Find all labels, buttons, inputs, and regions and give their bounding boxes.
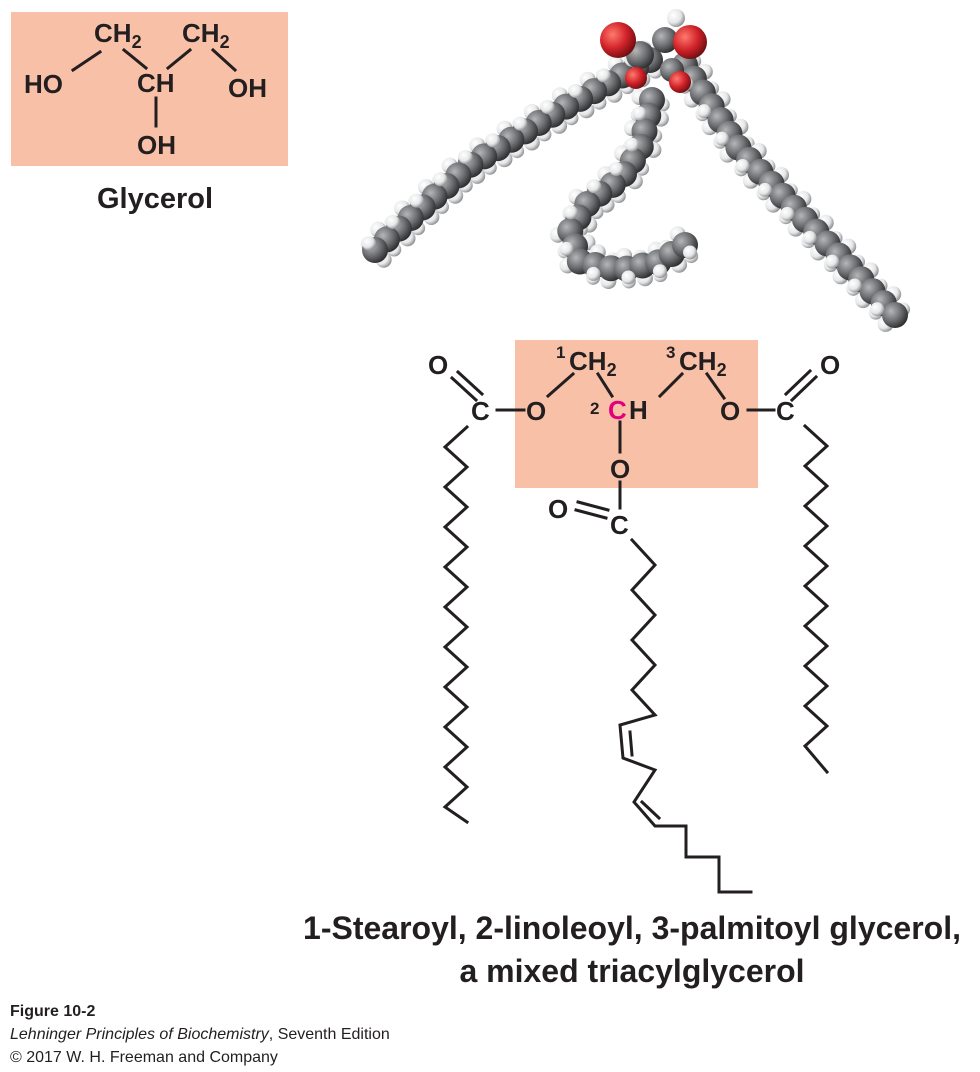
triacylglycerol-structure: O C O 1 CH2 2 C H 3 CH2 O C O O O C 1-St… <box>303 340 961 989</box>
linoleoyl-cis-double-bond-1 <box>628 730 634 757</box>
bond-o1-ch2 <box>545 371 576 399</box>
glycerol-atom-ch2-right: CH2 <box>182 18 230 52</box>
palmitoyl-chain-model-hydrogen-atom <box>780 206 795 221</box>
bond-middle-carbonyl-a <box>574 508 608 520</box>
stearoyl-chain-model-hydrogen-atom <box>458 150 473 165</box>
glycerol-bond-ch2-ch <box>121 47 149 71</box>
glycerol-label: Glycerol <box>97 183 213 215</box>
glycerol-atom-ch2-left: CH2 <box>94 18 142 52</box>
atom-ch2-position-1: CH2 <box>569 346 617 380</box>
palmitoyl-chain-model-hydrogen-atom <box>697 104 712 119</box>
stearoyl-chain-model-hydrogen-atom <box>433 172 448 187</box>
glycerol-atom-oh-right: OH <box>228 73 267 103</box>
position-label-1: 1 <box>556 343 565 362</box>
figure-number: Figure 10-2 <box>10 1003 96 1020</box>
atom-o-right-carbonyl: O <box>820 350 840 380</box>
glycerol-bond-ho-ch2 <box>70 49 103 73</box>
linoleoyl-chain-model-hydrogen-atom <box>586 266 601 281</box>
linoleoyl-chain-model-hydrogen-atom <box>625 137 640 152</box>
oxygen-atom <box>600 22 636 58</box>
palmitoyl-chain-model-hydrogen-atom <box>870 302 885 317</box>
book-title: Lehninger Principles of Biochemistry <box>10 1026 269 1043</box>
linoleoyl-chain-model-hydrogen-atom <box>559 241 574 256</box>
bond-c2-ch2 <box>657 371 685 399</box>
linoleoyl-chain-model-hydrogen-atom <box>609 161 624 176</box>
atom-c-right-carbonyl: C <box>776 396 795 426</box>
glycerol-atom-ho: HO <box>24 69 63 99</box>
bond-ch2-o3 <box>704 371 727 401</box>
atom-c-middle-carbonyl: C <box>610 510 629 540</box>
atom-c-stereocenter: C <box>608 395 627 425</box>
palmitoyl-chain-model-hydrogen-atom <box>757 182 772 197</box>
stearoyl-chain-model-hydrogen-atom <box>596 68 611 83</box>
bond-left-carbonyl-a <box>449 375 479 403</box>
palmitoyl-chain <box>802 423 830 775</box>
linoleoyl-chain-model-hydrogen-atom <box>587 179 602 194</box>
stearoyl-chain-model-hydrogen-atom <box>361 236 376 251</box>
copyright-line: © 2017 W. H. Freeman and Company <box>10 1049 278 1066</box>
linoleoyl-chain <box>618 537 753 894</box>
stearoyl-chain-model-hydrogen-atom <box>513 116 528 131</box>
stearoyl-chain <box>442 424 470 825</box>
book-edition: , Seventh Edition <box>268 1026 390 1043</box>
stearoyl-chain-model-hydrogen-atom <box>540 100 555 115</box>
book-citation: Lehninger Principles of Biochemistry, Se… <box>10 1023 390 1046</box>
glycerol-hydrogen-atom <box>667 9 685 27</box>
atom-o-ester-1: O <box>526 396 546 426</box>
bond-middle-carbonyl-b <box>576 500 610 512</box>
palmitoyl-chain-model-hydrogen-atom <box>714 131 729 146</box>
atom-o-left-carbonyl: O <box>428 350 448 380</box>
linoleoyl-chain-model-hydrogen-atom <box>621 270 636 285</box>
glycerol-highlight-box <box>11 12 288 166</box>
glycerol-atom-oh-bottom: OH <box>137 130 176 160</box>
oxygen-atom <box>625 67 647 89</box>
glycerol-bond-ch-ch2 <box>165 47 193 71</box>
palmitoyl-chain-model-hydrogen-atom <box>847 278 862 293</box>
glycerol-backbone-highlight-box <box>515 340 758 488</box>
stearoyl-chain-model-hydrogen-atom <box>409 193 424 208</box>
linoleoyl-chain-model-hydrogen-atom <box>563 205 578 220</box>
bond-right-carbonyl-a <box>789 374 819 403</box>
oxygen-atom <box>669 71 691 93</box>
glycerol-carbon-atom <box>652 27 678 53</box>
oxygen-atom <box>673 25 707 59</box>
figure-credit: Figure 10-2 Lehninger Principles of Bioc… <box>10 1000 390 1069</box>
glycerol-bond-ch2-oh <box>210 47 238 73</box>
space-filling-model <box>360 9 910 332</box>
linoleoyl-chain-model-hydrogen-atom <box>683 245 698 260</box>
triacylglycerol-caption-line-1: 1-Stearoyl, 2-linoleoyl, 3-palmitoyl gly… <box>303 910 961 946</box>
palmitoyl-chain-model-hydrogen-atom <box>802 230 817 245</box>
glycerol-structure: CH2 CH2 HO CH OH OH Glycerol <box>11 12 288 215</box>
stearoyl-chain-model-hydrogen-atom <box>385 214 400 229</box>
atom-o-ester-2: O <box>610 454 630 484</box>
position-label-2: 2 <box>590 399 599 418</box>
atom-c-left-carbonyl: C <box>471 396 490 426</box>
palmitoyl-chain-model-hydrogen-atom <box>825 254 840 269</box>
linoleoyl-chain-model-hydrogen-atom <box>652 264 667 279</box>
position-label-3: 3 <box>666 343 675 362</box>
stearoyl-chain-model-hydrogen-atom <box>568 83 583 98</box>
atom-h-position-2: H <box>629 395 648 425</box>
palmitoyl-chain-model-hydrogen-atom <box>735 158 750 173</box>
bond-ch2-c2 <box>595 371 615 399</box>
stearoyl-chain-model-hydrogen-atom <box>486 133 501 148</box>
palmitoyl-chain-model-carbon-atom <box>882 302 908 328</box>
atom-o-ester-3: O <box>720 396 740 426</box>
linoleoyl-cis-double-bond-2 <box>639 799 662 821</box>
linoleoyl-chain-model-hydrogen-atom <box>632 106 647 121</box>
atom-o-middle-carbonyl: O <box>548 494 568 524</box>
bond-left-carbonyl-b <box>455 369 485 397</box>
triacylglycerol-caption-line-2: a mixed triacylglycerol <box>459 953 804 989</box>
atom-ch2-position-3: CH2 <box>679 346 727 380</box>
bond-right-carbonyl-b <box>783 368 813 397</box>
glycerol-atom-ch: CH <box>137 68 175 98</box>
